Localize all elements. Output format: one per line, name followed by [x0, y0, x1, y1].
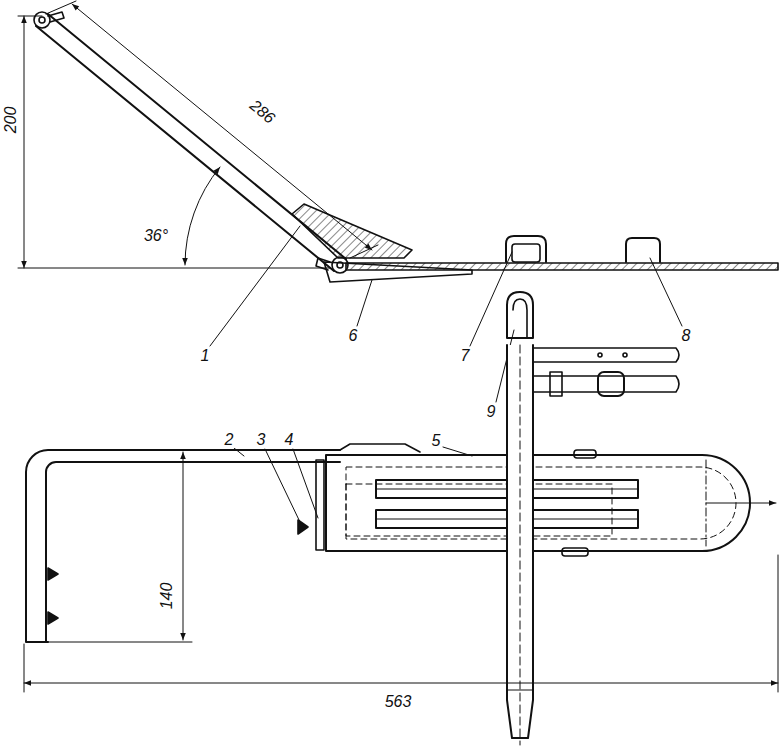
callout-number: 3 [255, 432, 268, 448]
dimension-label: 36° [142, 228, 170, 244]
clamp [48, 612, 58, 624]
dimension-line [24, 16, 25, 268]
extension-line [778, 555, 779, 692]
extension-line [24, 644, 25, 692]
extension-line [18, 16, 42, 17]
buckle [513, 299, 527, 338]
callout-number: 2 [223, 432, 236, 448]
center-line [706, 503, 776, 504]
dimension-line [183, 452, 184, 640]
dimension-label: 140 [159, 581, 175, 612]
extension-line [46, 1, 76, 14]
belt [533, 376, 679, 392]
belt-hole [623, 353, 627, 357]
buckle [507, 292, 533, 338]
stop-block [626, 238, 660, 262]
leader-line [210, 226, 300, 346]
strap [520, 345, 521, 745]
dimension-line [24, 683, 778, 684]
leader-line [650, 258, 682, 326]
flat-plate [346, 263, 778, 270]
callout-number: 8 [680, 328, 693, 344]
leader-line [265, 449, 300, 522]
pivot-circle [39, 17, 45, 23]
base-plate [326, 455, 750, 551]
strap-loop [512, 244, 540, 262]
bolt [48, 12, 64, 22]
leader-lines [210, 226, 682, 522]
extension-line [48, 642, 192, 643]
bent-tube [26, 450, 340, 642]
dimensions [24, 452, 778, 692]
base-plate [346, 467, 736, 539]
callout-number: 4 [283, 432, 296, 448]
callout-number: 7 [459, 348, 472, 364]
hinge-plate [340, 444, 420, 452]
extension-line [18, 268, 330, 269]
pivot-circle [34, 12, 50, 28]
strap [507, 690, 533, 691]
callout-number: 6 [347, 328, 360, 344]
callout-number: 1 [199, 348, 212, 364]
clamp [298, 520, 308, 534]
wedge-block [292, 204, 412, 258]
callout-number: 9 [485, 404, 498, 420]
leader-line [293, 449, 318, 518]
dimension-label: 286 [245, 96, 279, 128]
center-line [706, 460, 707, 546]
belt-loop [550, 372, 562, 396]
angle-arc [185, 167, 220, 265]
belt-hole [598, 353, 602, 357]
leader-line [470, 252, 512, 346]
side-view [18, 1, 778, 338]
slot [562, 548, 588, 556]
belt [533, 348, 679, 362]
dimension-label: 563 [383, 694, 414, 710]
strap-loop [506, 236, 546, 262]
plan-view [26, 345, 776, 745]
clamp [48, 568, 58, 580]
inclined-arm [36, 14, 346, 271]
callout-number: 5 [430, 433, 443, 449]
bolt [316, 258, 330, 270]
hinge-plate [316, 460, 324, 550]
drawing [18, 1, 778, 745]
dimension-label: 200 [3, 105, 19, 136]
leader-line [357, 280, 372, 326]
slot [574, 450, 596, 458]
belt-buckle [598, 372, 624, 396]
bent-tube [46, 462, 340, 642]
